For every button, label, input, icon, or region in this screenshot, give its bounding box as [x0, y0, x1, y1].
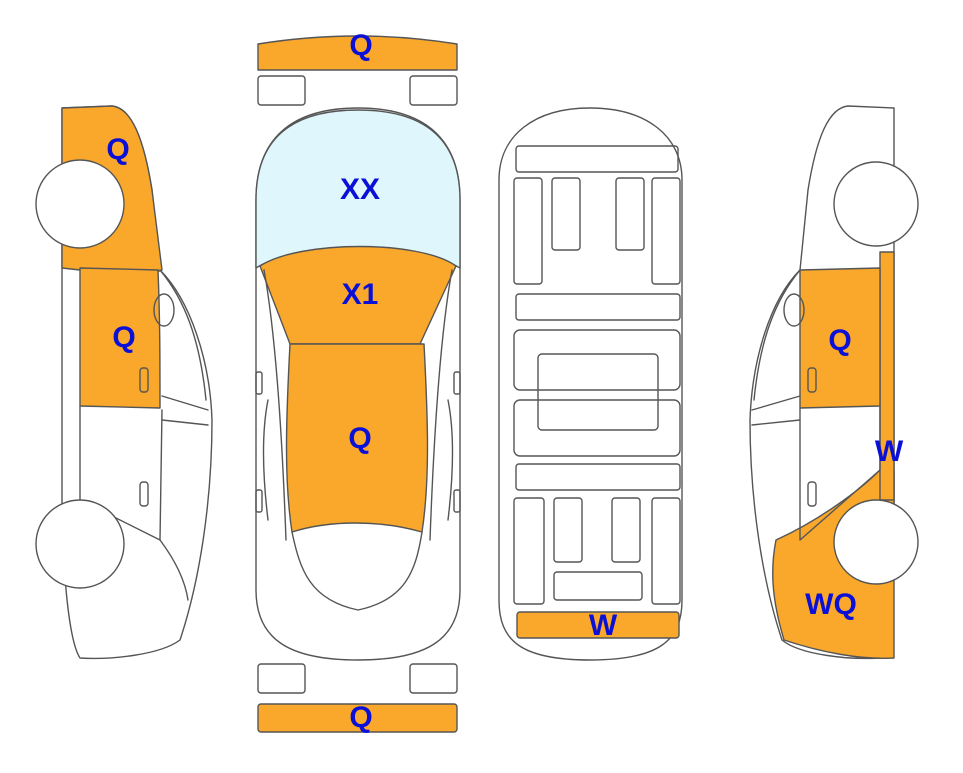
front-bumper-panel[interactable]: [257, 35, 458, 71]
roof-rear-panel[interactable]: [285, 343, 429, 533]
right-rear-label: WQ: [805, 588, 857, 621]
underbody-rear-panel[interactable]: [516, 611, 680, 639]
underbody-outline: [498, 107, 683, 661]
top-view: Q XX X1 Q Q: [255, 29, 461, 734]
right-side-view: Q W WQ: [749, 105, 919, 660]
right-front-wheel: [833, 161, 919, 247]
hood-label: XX: [340, 173, 380, 206]
front-bumper-label: Q: [349, 29, 372, 62]
underbody-rear-label: W: [589, 609, 618, 642]
right-pillar-label: W: [875, 435, 904, 468]
rear-bumper-panel[interactable]: [257, 703, 458, 733]
front-left-light: [257, 75, 306, 106]
front-right-light: [409, 75, 458, 106]
roof-rear-label: Q: [348, 422, 371, 455]
left-side-view: Q Q: [35, 105, 213, 660]
rear-right-light: [409, 663, 458, 694]
left-front-wheel: [35, 159, 125, 249]
left-rear-wheel: [35, 499, 125, 589]
rear-left-light: [257, 663, 306, 694]
underbody-view: W: [498, 107, 683, 661]
windshield-roof-panel[interactable]: [259, 245, 457, 345]
left-front-label: Q: [106, 133, 129, 166]
right-front-door-label: Q: [828, 324, 851, 357]
right-rear-wheel: [833, 499, 919, 585]
windshield-roof-label: X1: [342, 278, 379, 311]
left-front-door-label: Q: [112, 321, 135, 354]
rear-bumper-label: Q: [349, 701, 372, 734]
